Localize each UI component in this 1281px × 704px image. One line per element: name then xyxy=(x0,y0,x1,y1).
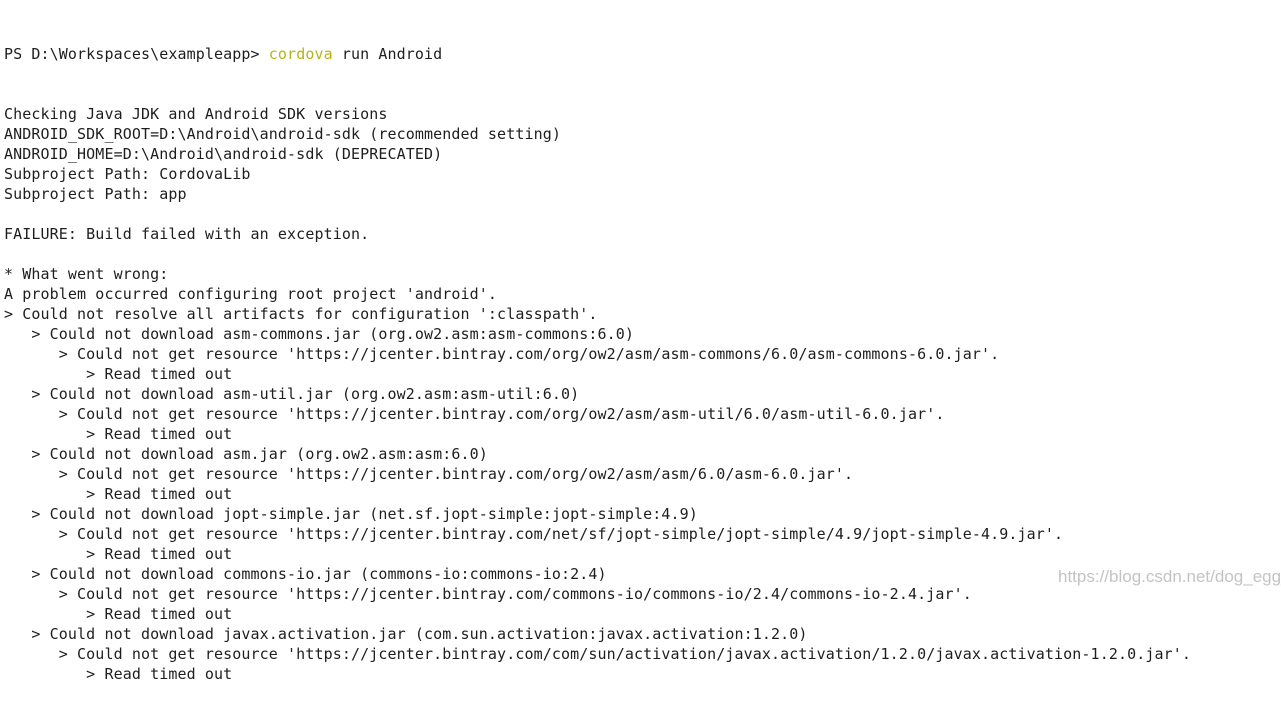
output-line: > Could not download asm-commons.jar (or… xyxy=(4,325,635,343)
output-line: > Could not download asm.jar (org.ow2.as… xyxy=(4,445,488,463)
output-line: > Could not resolve all artifacts for co… xyxy=(4,305,598,323)
output-line: > Could not get resource 'https://jcente… xyxy=(4,345,1000,363)
output-line: > Could not download jopt-simple.jar (ne… xyxy=(4,505,698,523)
output-line: Subproject Path: CordovaLib xyxy=(4,165,251,183)
output-line: > Could not download asm-util.jar (org.o… xyxy=(4,385,580,403)
output-line: > Could not get resource 'https://jcente… xyxy=(4,405,945,423)
output-line: > Read timed out xyxy=(4,425,233,443)
output-line: > Could not download commons-io.jar (com… xyxy=(4,565,607,583)
output-line: ANDROID_HOME=D:\Android\android-sdk (DEP… xyxy=(4,145,443,163)
output-line: Checking Java JDK and Android SDK versio… xyxy=(4,105,388,123)
output-line: > Read timed out xyxy=(4,485,233,503)
prompt: PS D:\Workspaces\exampleapp> xyxy=(4,45,269,63)
output-line: ANDROID_SDK_ROOT=D:\Android\android-sdk … xyxy=(4,125,561,143)
output-line: > Could not get resource 'https://jcente… xyxy=(4,525,1064,543)
command-name: cordova xyxy=(268,45,333,63)
output-line: A problem occurred configuring root proj… xyxy=(4,285,498,303)
output-line: > Read timed out xyxy=(4,605,233,623)
output-line: > Read timed out xyxy=(4,545,233,563)
command-args: run Android xyxy=(332,45,443,63)
output-line: > Could not download javax.activation.ja… xyxy=(4,625,808,643)
terminal-output[interactable]: PS D:\Workspaces\exampleapp> cordova run… xyxy=(4,4,1191,704)
output-line: > Read timed out xyxy=(4,665,233,683)
output-line: FAILURE: Build failed with an exception. xyxy=(4,225,370,243)
output-line xyxy=(4,204,1191,224)
watermark: https://blog.csdn.net/dog_egg_ xyxy=(1058,567,1281,586)
output-line: Subproject Path: app xyxy=(4,185,187,203)
output-line: > Could not get resource 'https://jcente… xyxy=(4,465,854,483)
output-line: > Read timed out xyxy=(4,365,233,383)
output-line: > Could not get resource 'https://jcente… xyxy=(4,645,1191,663)
output-line: > Could not get resource 'https://jcente… xyxy=(4,585,972,603)
output-line xyxy=(4,244,1191,264)
output-line: * What went wrong: xyxy=(4,265,169,283)
prompt-line: PS D:\Workspaces\exampleapp> cordova run… xyxy=(4,44,1191,64)
